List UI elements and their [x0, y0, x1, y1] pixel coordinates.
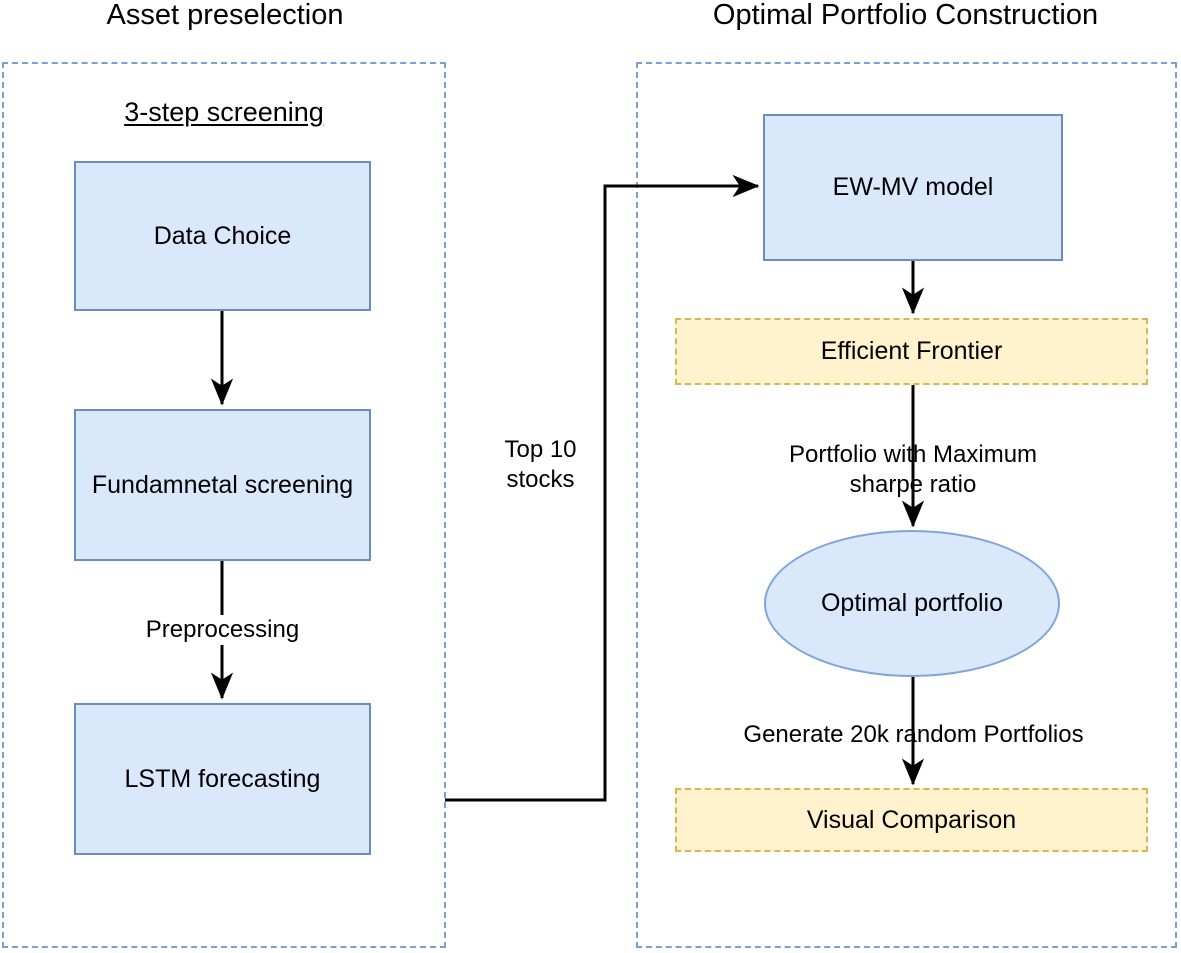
- edge-label-max-sharpe-ratio: Portfolio with Maximum sharpe ratio: [788, 441, 1038, 498]
- node-lstm-forecasting[interactable]: LSTM forecasting: [74, 703, 371, 855]
- edge-label-preprocessing: Preprocessing: [96, 615, 349, 645]
- node-visual-comparison[interactable]: Visual Comparison: [675, 788, 1148, 852]
- panel-title-optimal-portfolio-construction: Optimal Portfolio Construction: [712, 0, 1099, 31]
- node-ew-mv-model[interactable]: EW-MV model: [763, 114, 1063, 261]
- node-efficient-frontier[interactable]: Efficient Frontier: [675, 318, 1148, 385]
- panel-title-asset-preselection: Asset preselection: [106, 0, 344, 31]
- node-data-choice[interactable]: Data Choice: [74, 161, 371, 311]
- edge-label-generate-portfolios: Generate 20k random Portfolios: [743, 721, 1084, 748]
- node-fundamental-screening[interactable]: Fundamnetal screening: [74, 409, 371, 561]
- edge-label-top-10-stocks: Top 10 stocks: [504, 436, 577, 493]
- node-optimal-portfolio[interactable]: Optimal portfolio: [764, 530, 1060, 677]
- heading-3-step-screening: 3-step screening: [124, 97, 324, 127]
